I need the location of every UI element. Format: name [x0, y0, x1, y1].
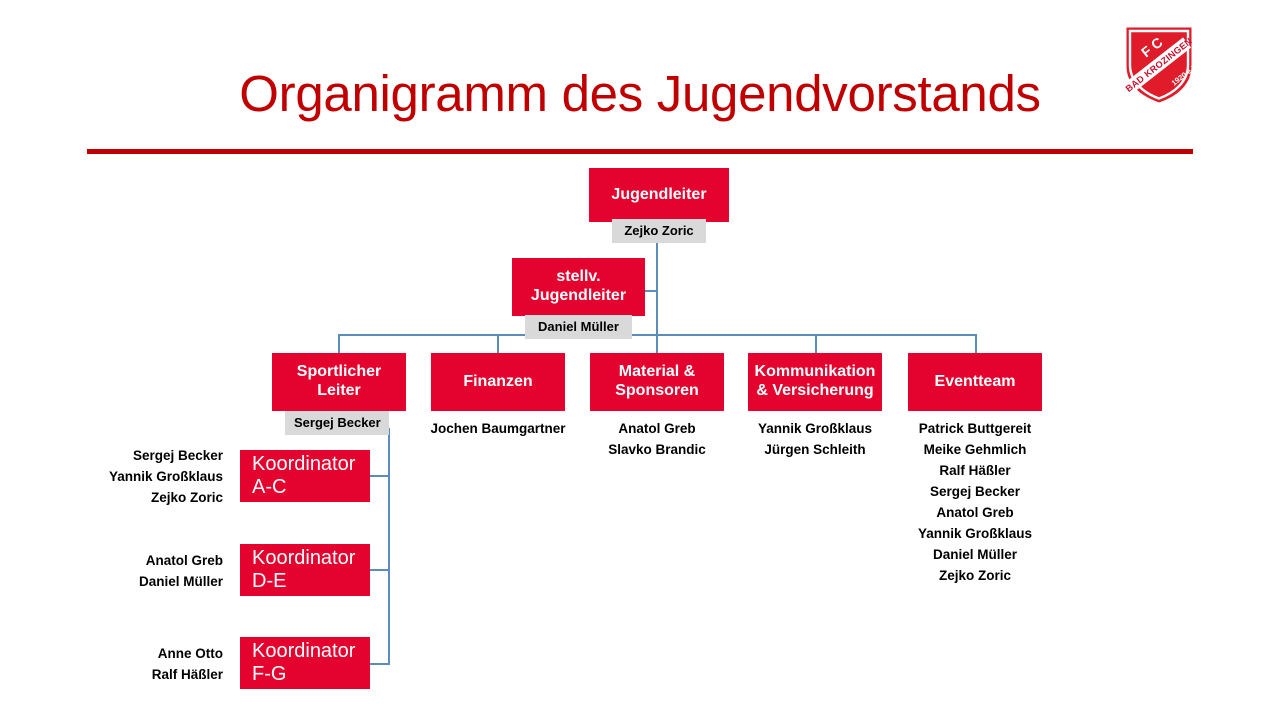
member-name: Yannik Großklaus: [757, 421, 873, 436]
connector-drop-kommunikation: [815, 334, 817, 353]
node-koordinator-d-e-label: Koordinator D-E: [252, 546, 356, 592]
member-name: Daniel Müller: [932, 547, 1018, 562]
node-finanzen[interactable]: Finanzen: [431, 353, 565, 411]
member-name: Jochen Baumgartner: [430, 421, 566, 436]
members-koordinator-a-c: Sergej Becker Yannik Großklaus Zejko Zor…: [60, 445, 223, 508]
member-name: Jürgen Schleith: [764, 442, 866, 457]
connector-drop-finanzen: [497, 334, 499, 353]
members-finanzen: Jochen Baumgartner: [414, 418, 582, 439]
node-material-sponsoren-label-1: Material &: [618, 363, 696, 381]
node-material-sponsoren[interactable]: Material & Sponsoren: [590, 353, 724, 411]
badge-jugendleiter: Zejko Zoric: [612, 219, 706, 243]
connector-drop-eventteam: [975, 334, 977, 353]
member-name: Anne Otto: [157, 646, 223, 661]
node-sportlicher-leiter[interactable]: Sportlicher Leiter: [272, 353, 406, 411]
node-koordinator-d-e[interactable]: Koordinator D-E: [240, 544, 370, 596]
node-eventteam[interactable]: Eventteam: [908, 353, 1042, 411]
node-stellv-jugendleiter[interactable]: stellv. Jugendleiter: [512, 258, 645, 316]
connector-coordinator-spine: [388, 428, 390, 664]
members-eventteam: Patrick Buttgereit Meike Gehmlich Ralf H…: [891, 418, 1059, 586]
connector-stub-koordinator-fg: [370, 663, 390, 665]
node-material-sponsoren-label-2: Sponsoren: [615, 382, 699, 399]
title-divider: [87, 149, 1193, 154]
node-kommunikation-versicherung-label-1: Kommunikation: [754, 363, 876, 381]
node-sportlicher-leiter-label-1: Sportlicher: [296, 363, 382, 381]
member-name: Meike Gehmlich: [923, 442, 1027, 457]
node-koordinator-f-g[interactable]: Koordinator F-G: [240, 637, 370, 689]
node-eventteam-label: Eventteam: [934, 372, 1016, 390]
node-koordinator-a-c-label: Koordinator A-C: [252, 452, 356, 498]
node-koordinator-a-c[interactable]: Koordinator A-C: [240, 450, 370, 502]
members-koordinator-f-g: Anne Otto Ralf Häßler: [60, 643, 223, 685]
member-name: Ralf Häßler: [151, 667, 223, 682]
member-name: Yannik Großklaus: [917, 526, 1033, 541]
connector-stub-koordinator-de: [370, 569, 390, 571]
member-name: Zejko Zoric: [938, 568, 1011, 583]
member-name: Anatol Greb: [936, 505, 1014, 520]
members-material-sponsoren: Anatol Greb Slavko Brandic: [573, 418, 741, 460]
member-name: Anatol Greb: [145, 553, 223, 568]
badge-sportlicher-leiter: Sergej Becker: [285, 411, 389, 435]
connector-deputy-stub: [645, 290, 657, 292]
node-kommunikation-versicherung-label-2: & Versicherung: [756, 382, 874, 399]
member-name: Ralf Häßler: [939, 463, 1011, 478]
members-kommunikation-versicherung: Yannik Großklaus Jürgen Schleith: [731, 418, 899, 460]
badge-stellv-jugendleiter: Daniel Müller: [525, 315, 632, 339]
node-stellv-jugendleiter-label-2: Jugendleiter: [530, 287, 627, 304]
node-koordinator-f-g-label: Koordinator F-G: [252, 639, 356, 685]
members-koordinator-d-e: Anatol Greb Daniel Müller: [60, 550, 223, 592]
node-stellv-jugendleiter-label-1: stellv.: [556, 268, 601, 286]
member-name: Patrick Buttgereit: [918, 421, 1032, 436]
connector-stub-koordinator-ac: [370, 475, 390, 477]
member-name: Slavko Brandic: [608, 442, 706, 457]
connector-drop-sportlicher: [338, 334, 340, 353]
node-kommunikation-versicherung[interactable]: Kommunikation & Versicherung: [748, 353, 882, 411]
node-jugendleiter-label: Jugendleiter: [611, 185, 707, 203]
member-name: Yannik Großklaus: [108, 469, 223, 484]
page-title: Organigramm des Jugendvorstands: [239, 65, 1041, 122]
member-name: Anatol Greb: [618, 421, 696, 436]
fc-bad-krozingen-crest-icon: BAD KROZINGEN F C 1920 e.V.: [1119, 18, 1200, 106]
node-sportlicher-leiter-label-2: Leiter: [317, 382, 361, 399]
node-jugendleiter[interactable]: Jugendleiter: [589, 168, 729, 222]
node-finanzen-label: Finanzen: [463, 372, 533, 390]
member-name: Sergej Becker: [132, 448, 223, 463]
member-name: Zejko Zoric: [150, 490, 223, 505]
connector-root-trunk: [656, 231, 658, 336]
member-name: Daniel Müller: [138, 574, 223, 589]
connector-drop-material: [656, 334, 658, 353]
member-name: Sergej Becker: [929, 484, 1021, 499]
